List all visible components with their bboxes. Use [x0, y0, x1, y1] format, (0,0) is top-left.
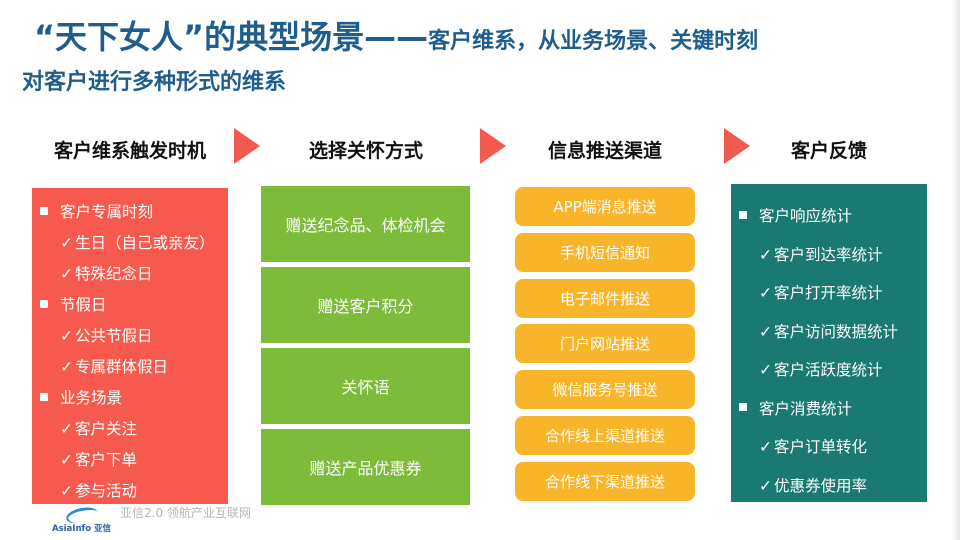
check-icon: ✓	[759, 438, 772, 456]
channel-pill: 合作线下渠道推送	[515, 461, 695, 501]
feedback-item-label: 客户打开率统计	[774, 284, 883, 302]
feedback-item-label: 客户订单转化	[774, 438, 868, 456]
feedback-item: ✓客户活跃度统计	[759, 358, 883, 380]
check-icon: ✓	[60, 234, 73, 252]
triggers-item: ✓公共节假日	[60, 324, 153, 346]
check-icon: ✓	[60, 482, 73, 500]
triggers-item: ✓生日（自己或亲友）	[60, 231, 215, 253]
triggers-item-label: 客户下单	[75, 451, 138, 469]
triggers-item-label: 特殊纪念日	[75, 265, 153, 283]
care-method-card: 赠送客户积分	[261, 267, 470, 343]
square-bullet-icon	[739, 403, 747, 411]
slide-title: “天下女人”的典型场景——客户维系，从业务场景、关键时刻	[34, 12, 758, 58]
column-header-feedback: 客户反馈	[790, 140, 867, 162]
feedback-item-label: 优惠券使用率	[774, 476, 868, 495]
square-bullet-icon	[40, 299, 48, 308]
check-icon: ✓	[759, 322, 772, 341]
triggers-item-label: 节假日	[60, 296, 107, 314]
triggers-item: ✓客户下单	[60, 448, 137, 470]
feedback-item: ✓客户打开率统计	[759, 281, 883, 303]
check-icon: ✓	[60, 358, 73, 376]
check-icon: ✓	[60, 265, 73, 283]
asiainfo-logo: AsiaInfo 亚信	[52, 504, 111, 534]
channel-pill: 合作线上渠道推送	[515, 416, 695, 455]
square-bullet-icon	[739, 210, 747, 219]
triggers-item: 业务场景	[40, 386, 122, 408]
feedback-item-label: 客户到达率统计	[774, 245, 883, 264]
feedback-item-label: 客户访问数据统计	[774, 322, 899, 341]
slide-edge	[952, 0, 960, 540]
check-icon: ✓	[60, 451, 73, 469]
care-method-card: 赠送纪念品、体检机会	[261, 186, 470, 262]
channel-pill: 电子邮件推送	[515, 278, 695, 318]
feedback-item-label: 客户消费统计	[759, 399, 853, 418]
triggers-item: ✓参与活动	[60, 479, 137, 501]
triggers-item: 客户专属时刻	[40, 200, 153, 222]
logo-text: AsiaInfo 亚信	[52, 524, 111, 534]
triggers-item-label: 生日（自己或亲友）	[75, 234, 215, 252]
channel-pill: 门户网站推送	[515, 324, 695, 364]
channel-pill: 手机短信通知	[515, 232, 695, 272]
check-icon: ✓	[60, 420, 73, 438]
care-method-card: 赠送产品优惠券	[261, 429, 470, 505]
feedback-item: 客户响应统计	[739, 204, 852, 226]
column-header-channels: 信息推送渠道	[547, 140, 662, 162]
feedback-item: ✓客户访问数据统计	[759, 320, 898, 342]
arrow-icon	[724, 128, 750, 164]
check-icon: ✓	[759, 245, 772, 264]
triggers-item-label: 参与活动	[75, 482, 138, 500]
title-dash: ——	[364, 18, 429, 56]
column-header-triggers: 客户维系触发时机	[53, 140, 206, 162]
square-bullet-icon	[40, 206, 48, 215]
feedback-item: ✓客户到达率统计	[759, 243, 883, 265]
triggers-item-label: 专属群体假日	[75, 358, 169, 376]
title-tail: 客户维系，从业务场景、关键时刻	[428, 29, 759, 54]
check-icon: ✓	[60, 327, 73, 345]
feedback-item-label: 客户响应统计	[759, 207, 853, 225]
trigger-box: 客户专属时刻✓生日（自己或亲友）✓特殊纪念日节假日✓公共节假日✓专属群体假日业务…	[32, 188, 228, 504]
title-line2: 对客户进行多种形式的维系	[22, 70, 287, 95]
triggers-item-label: 客户专属时刻	[60, 203, 154, 221]
triggers-item-label: 业务场景	[60, 389, 123, 407]
channel-pill: 微信服务号推送	[515, 370, 695, 410]
feedback-item-label: 客户活跃度统计	[774, 361, 883, 379]
arrow-icon	[234, 128, 260, 164]
feedback-box: 客户响应统计✓客户到达率统计✓客户打开率统计✓客户访问数据统计✓客户活跃度统计客…	[731, 184, 927, 502]
feedback-item: 客户消费统计	[739, 397, 852, 419]
triggers-item-label: 公共节假日	[75, 327, 153, 345]
triggers-item: ✓特殊纪念日	[60, 262, 153, 284]
footer-text: 亚信2.0 领航产业互联网	[120, 506, 251, 520]
check-icon: ✓	[759, 361, 772, 379]
feedback-item: ✓优惠券使用率	[759, 474, 867, 496]
triggers-item: ✓专属群体假日	[60, 355, 168, 377]
triggers-item: 节假日	[40, 293, 107, 315]
check-icon: ✓	[759, 476, 772, 495]
feedback-item: ✓客户订单转化	[759, 435, 867, 457]
triggers-item: ✓客户关注	[60, 417, 137, 439]
arrow-icon	[480, 128, 506, 164]
care-method-card: 关怀语	[261, 348, 470, 424]
check-icon: ✓	[759, 284, 772, 302]
column-header-care: 选择关怀方式	[308, 140, 423, 162]
triggers-item-label: 客户关注	[75, 420, 138, 438]
title-main: “天下女人”的典型场景	[34, 18, 365, 56]
channel-pill: APP端消息推送	[515, 187, 695, 226]
square-bullet-icon	[40, 392, 48, 401]
